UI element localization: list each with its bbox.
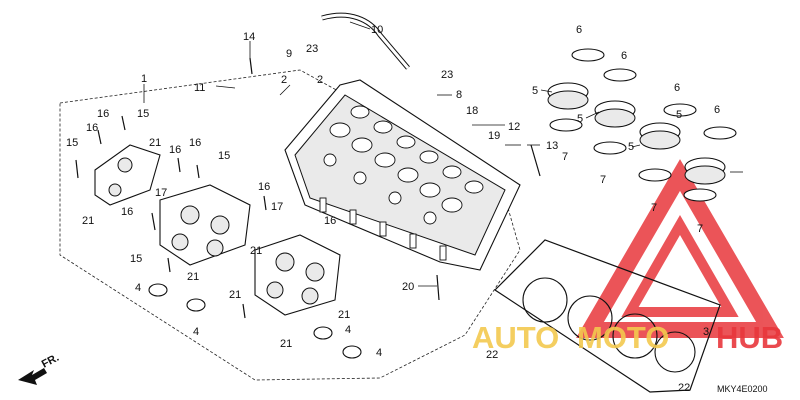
callout-15b: 15: [66, 137, 78, 149]
callout-20: 20: [402, 281, 414, 293]
callout-19: 19: [488, 130, 500, 142]
callout-17: 17: [155, 187, 167, 199]
callout-16d: 16: [189, 137, 201, 149]
callout-5: 5: [532, 85, 538, 97]
callout-5b: 5: [577, 113, 583, 125]
callout-8: 8: [456, 89, 462, 101]
callout-11: 11: [194, 82, 205, 94]
cylinder-head: [284, 79, 521, 271]
callout-6: 6: [576, 24, 582, 36]
callouts: 1 2 2 3 4 4 4 4 5 5 5 5 6 6 6 6 7 7 7 7 …: [66, 24, 720, 394]
callout-13: 13: [546, 140, 558, 152]
callout-7c: 7: [651, 202, 657, 214]
diagram-code: MKY4E0200: [717, 384, 768, 394]
callout-15d: 15: [130, 253, 142, 265]
watermark-word-2: MOTO: [577, 320, 669, 355]
callout-16b: 16: [86, 122, 98, 134]
callout-21d: 21: [187, 271, 199, 283]
callout-4: 4: [135, 282, 141, 294]
bolts: [75, 57, 541, 319]
callout-7: 7: [562, 151, 568, 163]
watermark-text: AUTO MOTO HUB: [472, 320, 783, 355]
callout-17b: 17: [271, 201, 283, 213]
callout-23b: 23: [441, 69, 453, 81]
callout-21g: 21: [280, 338, 292, 350]
callout-16e: 16: [258, 181, 270, 193]
o-rings: [148, 283, 362, 359]
callout-6c: 6: [674, 82, 680, 94]
callout-21f: 21: [338, 309, 350, 321]
camshaft-holder-lower: [254, 234, 341, 316]
leader-lines: [143, 21, 743, 287]
callout-21b: 21: [82, 215, 94, 227]
callout-15c: 15: [218, 150, 230, 162]
insulators: [547, 82, 726, 185]
callout-9: 9: [286, 48, 292, 60]
callout-5c: 5: [676, 109, 682, 121]
watermark-word-3: HUB: [716, 320, 783, 355]
callout-6d: 6: [714, 104, 720, 116]
callout-1: 1: [141, 73, 147, 85]
callout-2b: 2: [317, 74, 323, 86]
callout-18: 18: [466, 105, 478, 117]
callout-23: 23: [306, 43, 318, 55]
callout-21e: 21: [229, 289, 241, 301]
callout-14: 14: [243, 31, 255, 43]
callout-12: 12: [508, 121, 520, 133]
callout-16c: 16: [169, 144, 181, 156]
callout-10: 10: [371, 24, 383, 36]
camshaft-holder-upper: [159, 184, 251, 266]
bands: [549, 48, 737, 202]
head-gasket: [494, 239, 721, 393]
callout-22b: 22: [678, 382, 690, 394]
watermark-logo: [576, 159, 784, 338]
watermark-word-1: AUTO: [472, 320, 559, 355]
camshaft-holder-small: [94, 144, 161, 206]
callout-21c: 21: [250, 245, 262, 257]
callout-7b: 7: [600, 174, 606, 186]
front-label: FR.: [40, 352, 61, 371]
callout-7d: 7: [697, 223, 703, 235]
callout-4d: 4: [376, 347, 382, 359]
callout-5d: 5: [628, 141, 634, 153]
callout-2: 2: [281, 74, 287, 86]
callout-16: 16: [97, 108, 109, 120]
callout-16f: 16: [121, 206, 133, 218]
callout-4b: 4: [193, 326, 199, 338]
callout-16g: 16: [324, 215, 336, 227]
callout-4c: 4: [345, 324, 351, 336]
front-arrow-icon: [18, 368, 47, 385]
callout-6b: 6: [621, 50, 627, 62]
callout-22: 22: [486, 349, 498, 361]
callout-3: 3: [703, 326, 709, 338]
callout-15: 15: [137, 108, 149, 120]
callout-21: 21: [149, 137, 161, 149]
breather-tube: [321, 12, 410, 70]
